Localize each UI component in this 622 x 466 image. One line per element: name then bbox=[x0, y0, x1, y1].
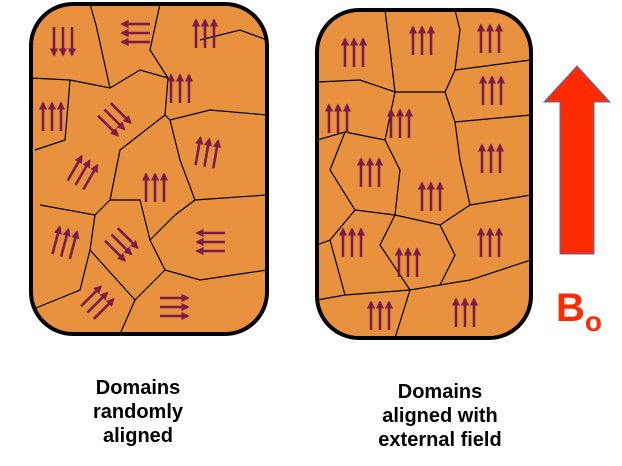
field-label-main: B bbox=[556, 286, 585, 330]
spin-arrow-group bbox=[417, 181, 445, 211]
spin-arrow-icon bbox=[103, 108, 126, 131]
sample-border bbox=[315, 8, 533, 340]
caption-line: randomly bbox=[92, 401, 184, 423]
spin-arrow-group bbox=[478, 75, 506, 105]
spin-arrow-icon bbox=[97, 114, 120, 137]
spin-arrow-group bbox=[338, 227, 366, 257]
spin-arrow-icon bbox=[74, 159, 91, 186]
spin-arrow-group bbox=[451, 297, 479, 327]
spin-arrow-icon bbox=[104, 239, 127, 262]
spin-arrow-icon bbox=[51, 225, 62, 255]
spin-arrow-group bbox=[477, 143, 505, 173]
spin-arrow-group bbox=[386, 108, 414, 138]
spin-arrows bbox=[324, 23, 506, 330]
caption-random: Domains randomly aligned bbox=[58, 376, 218, 448]
spin-arrow-icon bbox=[116, 227, 139, 250]
spin-arrow-icon bbox=[66, 154, 83, 182]
spin-arrow-group bbox=[38, 101, 66, 131]
spin-arrow-group bbox=[356, 157, 384, 187]
spin-arrow-group bbox=[141, 172, 169, 202]
spin-arrow-group bbox=[166, 73, 194, 103]
spin-arrow-group bbox=[51, 225, 80, 260]
spin-arrow-icon bbox=[203, 137, 213, 167]
spin-arrow-group bbox=[194, 135, 222, 169]
spin-arrow-group bbox=[49, 27, 77, 57]
spin-arrow-icon bbox=[92, 297, 115, 320]
caption-line: aligned bbox=[102, 425, 173, 447]
spin-arrow-group bbox=[104, 227, 139, 262]
spin-arrow-icon bbox=[110, 233, 133, 256]
spin-arrow-icon bbox=[211, 139, 222, 169]
domain-boundaries bbox=[317, 10, 531, 338]
caption-line: external field bbox=[378, 429, 502, 451]
spin-arrow-group bbox=[191, 18, 219, 48]
spin-arrow-group bbox=[195, 228, 225, 256]
field-label-subscript: o bbox=[584, 306, 602, 337]
spin-arrow-group bbox=[324, 103, 352, 133]
spin-arrow-group bbox=[66, 154, 99, 191]
spin-arrow-group bbox=[97, 102, 132, 137]
spin-arrow-group bbox=[340, 37, 368, 67]
spin-arrows bbox=[38, 18, 225, 321]
sample-body bbox=[317, 10, 531, 338]
field-label: Bo bbox=[556, 286, 602, 336]
caption-line: Domains bbox=[95, 377, 181, 399]
spin-arrow-icon bbox=[59, 227, 71, 257]
domain-boundaries bbox=[31, 4, 267, 334]
spin-arrow-group bbox=[476, 227, 504, 257]
external-field-arrow-icon bbox=[542, 65, 612, 255]
sample-border bbox=[29, 2, 269, 336]
spin-arrow-icon bbox=[68, 230, 80, 260]
spin-arrow-icon bbox=[82, 163, 99, 191]
spin-arrow-group bbox=[160, 293, 190, 321]
spin-arrow-group bbox=[394, 247, 422, 277]
spin-arrow-group bbox=[366, 300, 394, 330]
caption-line: aligned with bbox=[382, 405, 498, 427]
spin-arrow-icon bbox=[80, 285, 103, 308]
caption-line: Domains bbox=[397, 381, 483, 403]
random-domains-sample bbox=[29, 2, 269, 336]
spin-arrow-icon bbox=[86, 291, 109, 314]
spin-arrow-group bbox=[408, 25, 436, 55]
caption-aligned: Domains aligned with external field bbox=[340, 380, 540, 452]
spin-arrow-group bbox=[80, 285, 115, 320]
sample-body bbox=[31, 4, 267, 334]
spin-arrow-icon bbox=[109, 102, 132, 125]
aligned-domains-sample bbox=[315, 8, 533, 340]
spin-arrow-icon bbox=[194, 135, 204, 166]
spin-arrow-group bbox=[476, 23, 504, 53]
spin-arrow-group bbox=[120, 19, 150, 47]
